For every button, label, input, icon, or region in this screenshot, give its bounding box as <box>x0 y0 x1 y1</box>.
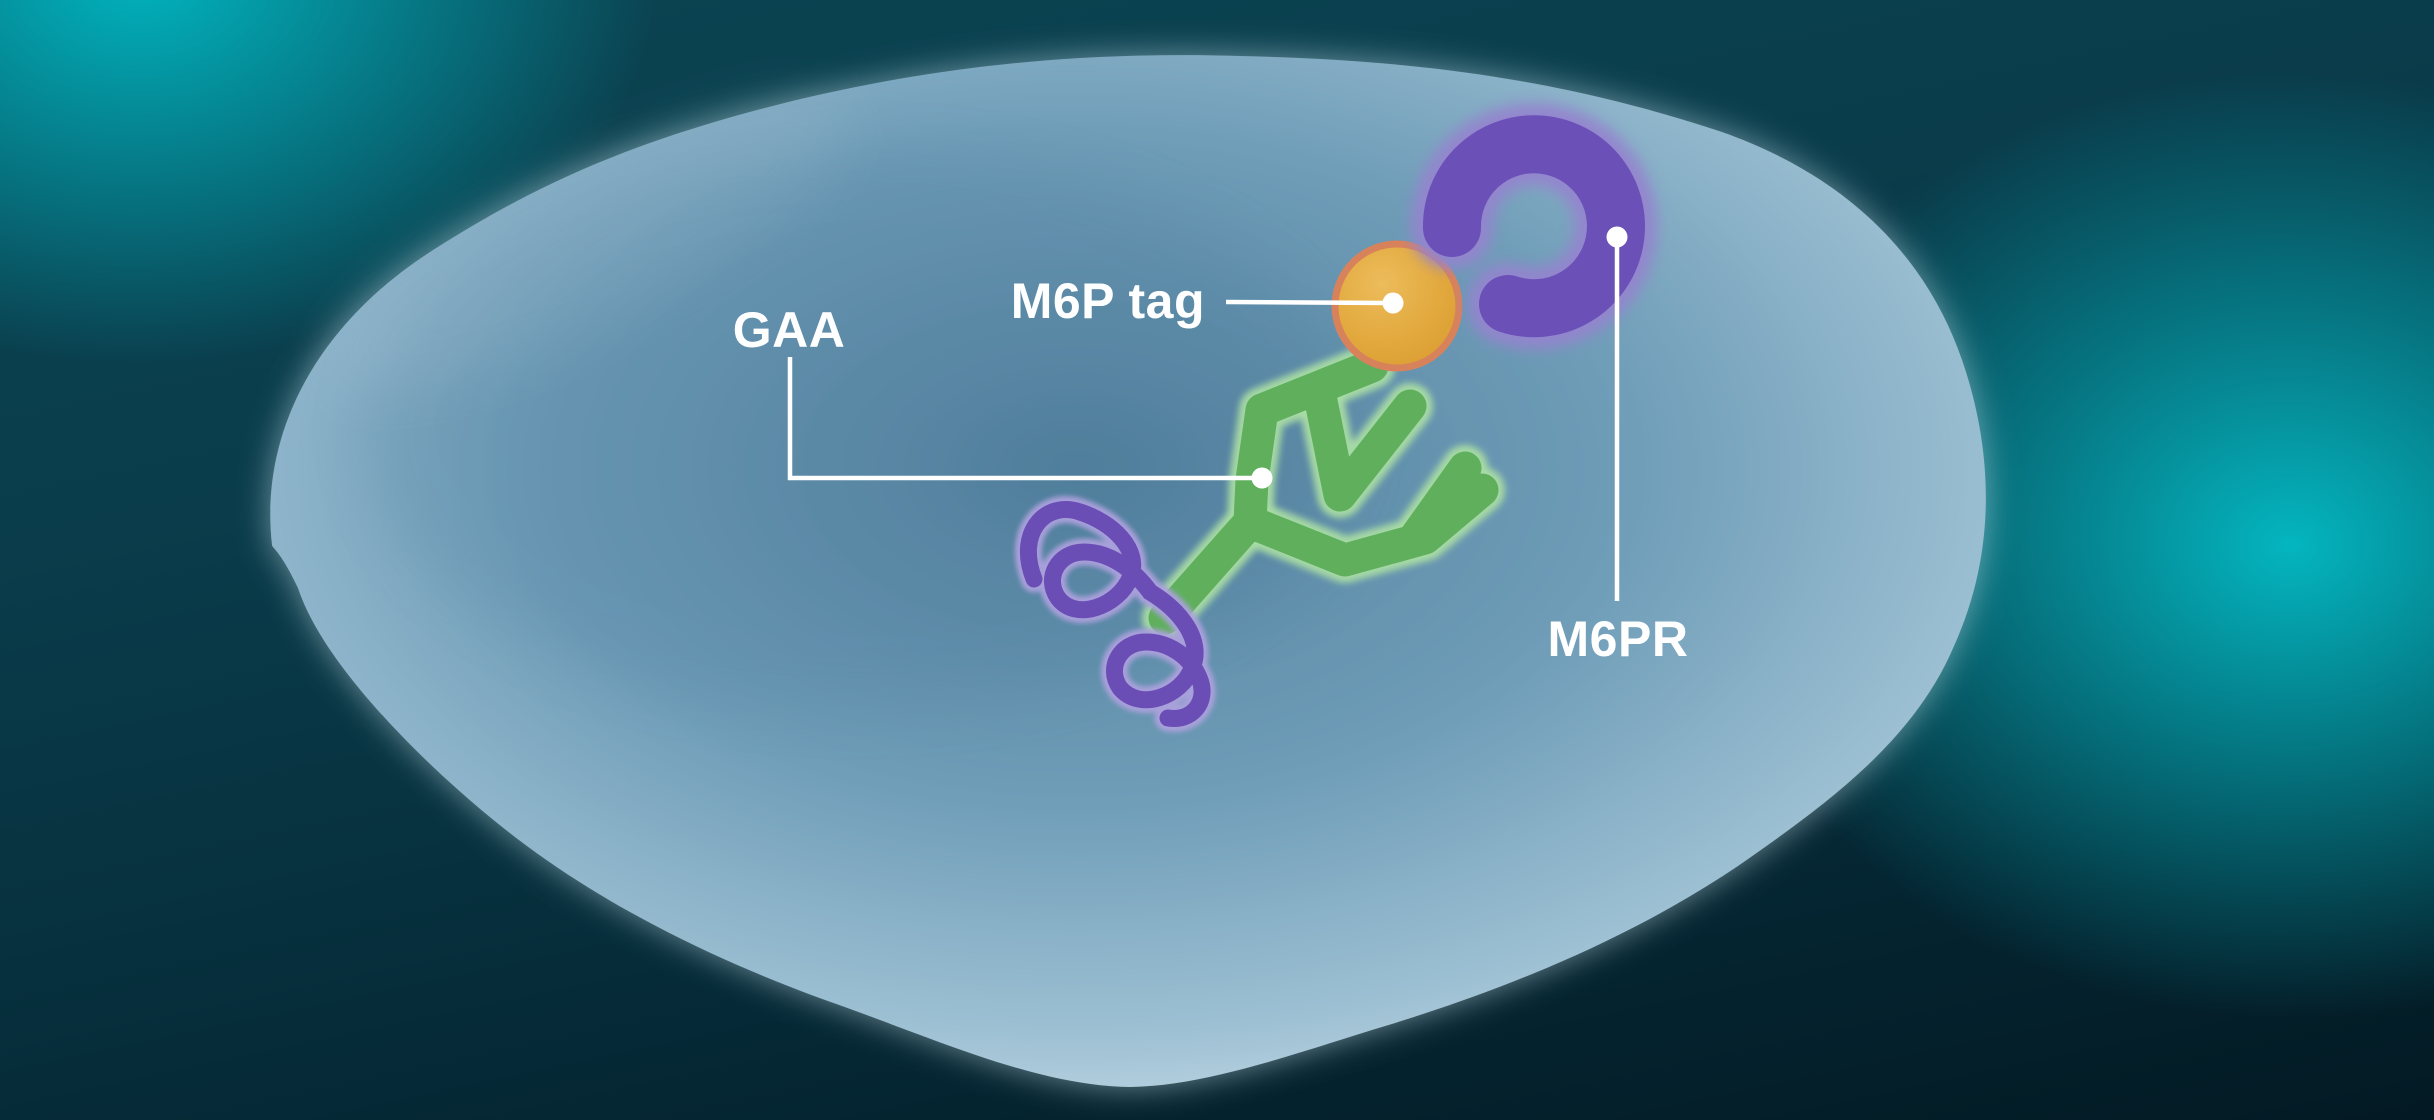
gaa-label: GAA <box>733 302 846 358</box>
glycan-branch-middle <box>1398 451 1482 555</box>
m6pr-label: M6PR <box>1548 611 1689 667</box>
m6p-tag-pointer-dot <box>1382 292 1404 314</box>
m6p-tag-leader-line <box>1225 299 1389 306</box>
cell-inner-highlight <box>329 97 851 393</box>
gaa-leader-line <box>787 357 1256 481</box>
glycan-branch-upper <box>1303 379 1427 512</box>
m6p-tag-label: M6P tag <box>1011 273 1205 329</box>
gaa-pointer-dot <box>1251 467 1273 489</box>
gaa-protein-coil <box>1015 496 1216 732</box>
m6pr-pointer-dot <box>1606 226 1628 248</box>
glycan-branch-lower <box>1233 473 1499 577</box>
m6pr-receptor <box>1410 103 1657 350</box>
